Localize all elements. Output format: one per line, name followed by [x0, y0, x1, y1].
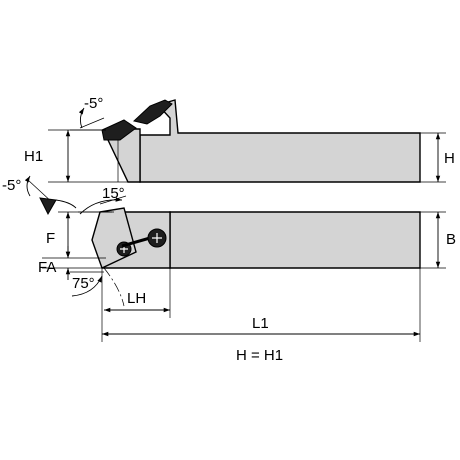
side-view-shank: [139, 99, 421, 183]
side-view: [101, 99, 421, 183]
l1-dimension: L1: [101, 268, 421, 342]
angle-neg5-side: -5°: [2, 175, 77, 216]
angle-neg5-top-label: -5°: [84, 95, 103, 112]
h1-dimension: H1: [24, 129, 140, 183]
angle-15: 15°: [78, 185, 127, 215]
top-view: [91, 207, 421, 269]
top-view-shank: [169, 211, 421, 269]
angle-15-label: 15°: [102, 185, 125, 202]
side-view-clamp: [132, 99, 173, 125]
angle-neg5-top: -5°: [70, 95, 106, 131]
clamp-screw-icon: [121, 228, 167, 248]
side-view-insert: [101, 119, 137, 141]
fa-label: FA: [38, 259, 56, 276]
l1-label: L1: [252, 315, 269, 332]
angle-neg5-side-label: -5°: [2, 177, 21, 194]
lh-label: LH: [127, 290, 146, 307]
b-dimension: B: [420, 211, 456, 269]
h1-label: H1: [24, 148, 43, 165]
f-label: F: [46, 230, 55, 247]
h-dimension: H: [420, 132, 455, 183]
b-label: B: [446, 231, 456, 248]
formula-note: H = H1: [236, 347, 283, 364]
f-fa-dimension: F FA: [38, 211, 112, 280]
lh-dimension: LH: [103, 267, 171, 318]
angle-75: 75°: [70, 271, 104, 297]
h-label: H: [444, 150, 455, 167]
angle-75-label: 75°: [72, 275, 95, 292]
side-insert-sketch: [39, 197, 57, 216]
